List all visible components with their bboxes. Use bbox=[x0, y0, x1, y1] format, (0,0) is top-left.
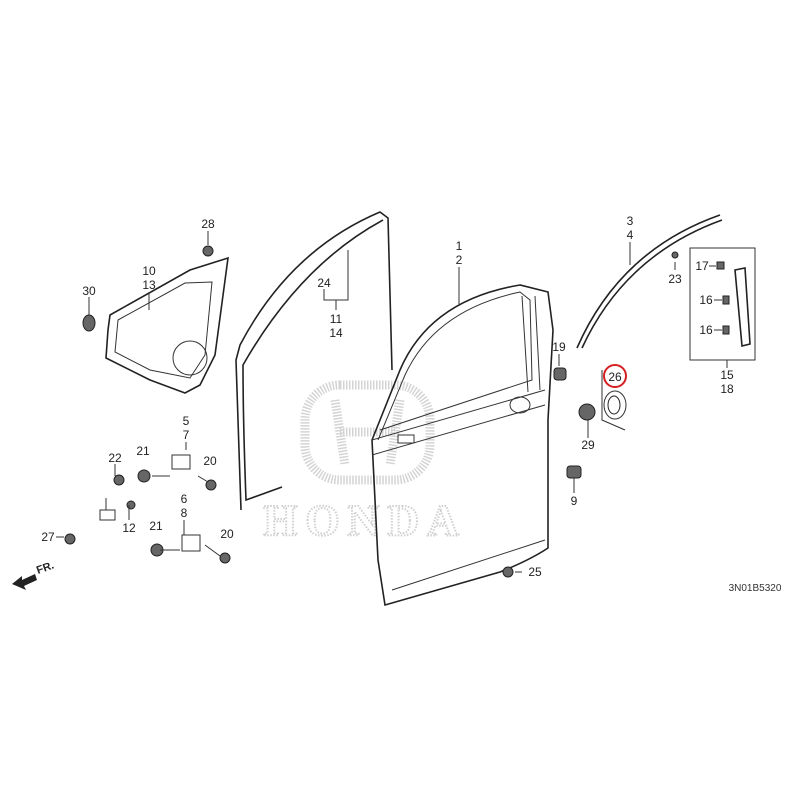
callout-26[interactable]: 26 bbox=[608, 370, 622, 384]
callout-12[interactable]: 12 bbox=[122, 521, 136, 535]
direction-label: FR. bbox=[35, 559, 56, 576]
hardware bbox=[64, 245, 730, 578]
door-inner-panel[interactable] bbox=[105, 256, 229, 394]
callout-13[interactable]: 13 bbox=[142, 278, 156, 292]
callout-11[interactable]: 11 bbox=[330, 312, 343, 326]
callout-29[interactable]: 29 bbox=[581, 438, 595, 452]
callout-5[interactable]: 5 bbox=[183, 414, 190, 428]
pillar-garnish[interactable] bbox=[734, 267, 751, 348]
callout-18[interactable]: 18 bbox=[720, 382, 734, 396]
callout-19[interactable]: 19 bbox=[552, 340, 566, 354]
callout-16[interactable]: 16 bbox=[699, 293, 713, 307]
callout-20[interactable]: 20 bbox=[203, 454, 217, 468]
callout-21[interactable]: 21 bbox=[149, 519, 163, 533]
callout-1[interactable]: 1 bbox=[456, 239, 463, 253]
arrow-left-icon bbox=[12, 574, 37, 590]
callout-28[interactable]: 28 bbox=[201, 217, 215, 231]
front-direction-indicator: FR. bbox=[12, 559, 56, 590]
callout-15[interactable]: 15 bbox=[720, 368, 734, 382]
callout-8[interactable]: 8 bbox=[181, 506, 188, 520]
garnish-box bbox=[689, 247, 756, 361]
callout-27[interactable]: 27 bbox=[41, 530, 55, 544]
callout-10[interactable]: 10 bbox=[142, 264, 156, 278]
callout-22[interactable]: 22 bbox=[108, 451, 122, 465]
callout-21[interactable]: 21 bbox=[136, 444, 150, 458]
callout-2[interactable]: 2 bbox=[456, 253, 463, 267]
callout-3[interactable]: 3 bbox=[627, 214, 634, 228]
callout-9[interactable]: 9 bbox=[571, 494, 578, 508]
callout-24[interactable]: 24 bbox=[317, 276, 331, 290]
grommet-26[interactable] bbox=[601, 370, 627, 431]
callout-6[interactable]: 6 bbox=[181, 492, 188, 506]
honda-watermark: HONDA bbox=[262, 380, 467, 546]
callout-20[interactable]: 20 bbox=[220, 527, 234, 541]
callout-25[interactable]: 25 bbox=[528, 565, 542, 579]
callout-16[interactable]: 16 bbox=[699, 323, 713, 337]
callout-4[interactable]: 4 bbox=[627, 228, 634, 242]
leader-lines bbox=[56, 231, 728, 573]
highlight-circle bbox=[603, 364, 627, 388]
callout-7[interactable]: 7 bbox=[183, 428, 190, 442]
diagram-code: 3N01B5320 bbox=[729, 583, 782, 594]
callout-23[interactable]: 23 bbox=[668, 272, 682, 286]
callout-14[interactable]: 14 bbox=[329, 326, 343, 340]
door-shell[interactable] bbox=[371, 284, 554, 607]
watermark-text: HONDA bbox=[263, 496, 467, 545]
roof-molding[interactable] bbox=[576, 214, 723, 349]
callout-30[interactable]: 30 bbox=[82, 284, 96, 298]
callouts: 1 2 3 4 5 7 6 8 9 10 13 11 14 12 15 18 1… bbox=[41, 214, 734, 579]
glass-run-channel[interactable] bbox=[235, 211, 393, 511]
callout-17[interactable]: 17 bbox=[695, 259, 709, 273]
